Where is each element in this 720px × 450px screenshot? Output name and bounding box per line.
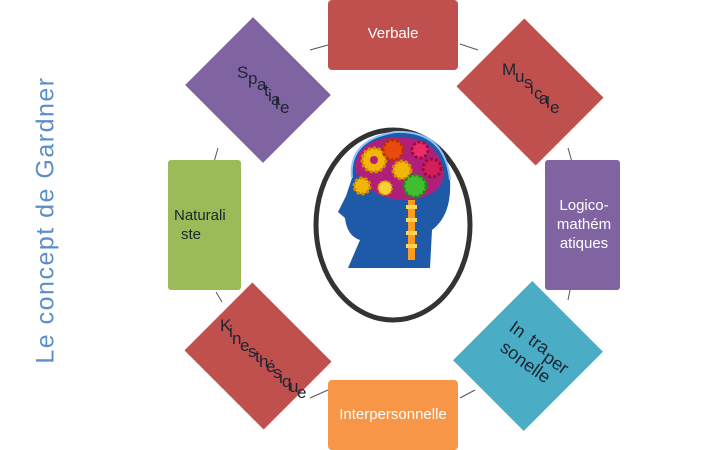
node-musicale-label: M u s i c a l e [502, 60, 559, 117]
musicale-letter-1: u [515, 67, 524, 86]
spatiale-letter-0: S [237, 63, 248, 82]
kines-letter-10: q [282, 372, 291, 391]
node-intrapersonelle [453, 281, 603, 431]
node-spatiale [185, 17, 331, 163]
naturaliste-line-0: Naturali [174, 207, 226, 224]
node-naturaliste: Naturali ste [168, 160, 241, 290]
node-verbale-label: Verbale [368, 25, 419, 42]
connector-verbale-musicale [459, 43, 479, 51]
musicale-letter-6: l [546, 93, 550, 112]
musicale-letter-7: e [550, 98, 559, 117]
kines-letter-3: e [240, 336, 249, 355]
node-kinesthesique-label: K i n e s t h é s i q u e [220, 316, 306, 402]
connector-kines-inter [309, 389, 329, 399]
spatiale-letter-4: i [268, 86, 272, 105]
kines-letter-6: h [259, 352, 268, 371]
musicale-letter-5: a [539, 89, 549, 108]
musicale-letter-2: s [524, 73, 533, 92]
musicale-letter-0: M [502, 60, 516, 79]
kines-letter-12: e [297, 383, 306, 402]
node-interpersonnelle: Interpersonnelle [328, 380, 458, 450]
kines-letter-5: t [255, 347, 260, 366]
spatiale-letter-6: l [275, 94, 279, 113]
node-verbale: Verbale [328, 0, 458, 70]
naturaliste-line-1: ste [181, 226, 201, 243]
connector-musicale-logico [567, 147, 573, 163]
logico-line-0: Logico- [559, 197, 608, 214]
musicale-letter-3: i [530, 79, 534, 98]
kines-letter-2: n [232, 329, 241, 348]
connector-spatiale-naturaliste [213, 147, 219, 163]
logico-line-1: mathém [557, 216, 611, 233]
connector-naturaliste-kines [215, 291, 223, 303]
spatiale-letter-5: a [271, 90, 281, 109]
node-spatiale-label: S p a t i a l e [237, 63, 289, 117]
kines-letter-11: u [289, 377, 298, 396]
kines-letter-7: é [266, 357, 275, 376]
logico-line-2: atiques [560, 235, 608, 252]
spatiale-letter-7: e [280, 98, 289, 117]
node-musicale [456, 18, 604, 166]
kines-letter-4: s [248, 342, 257, 361]
connector-lines [213, 43, 573, 399]
spatiale-letter-1: p [248, 69, 257, 88]
node-logico: Logico- mathém atiques [545, 160, 620, 290]
kines-letter-1: i [229, 322, 233, 341]
connector-logico-intra [567, 289, 571, 301]
spatiale-letter-3: t [264, 81, 269, 100]
node-kinesthesique [184, 282, 332, 430]
brain-gears-icon [338, 130, 451, 268]
musicale-letter-4: c [534, 84, 543, 103]
spatiale-letter-2: a [257, 75, 267, 94]
connector-intra-inter [459, 389, 476, 399]
kines-letter-9: i [279, 368, 283, 387]
node-interpersonnelle-label: Interpersonnelle [339, 406, 447, 423]
connector-verbale-spatiale [309, 44, 329, 51]
kines-letter-0: K [220, 316, 232, 335]
kines-letter-8: s [273, 363, 282, 382]
